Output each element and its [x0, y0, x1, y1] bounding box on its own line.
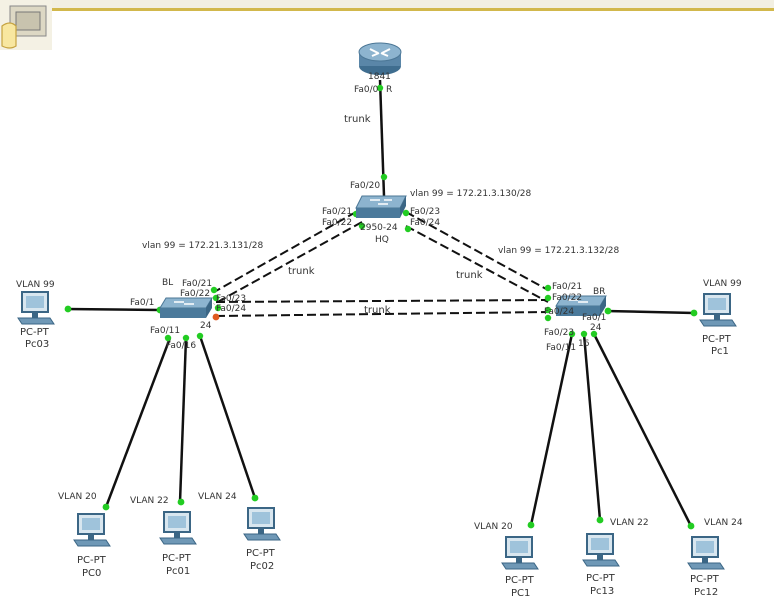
br-port-fa011: Fa0/11 [546, 343, 576, 353]
switch-icon[interactable] [355, 195, 407, 218]
link-bl-pc0[interactable] [104, 337, 172, 508]
pc-icon[interactable] [501, 536, 539, 570]
pc01-name-label: Pc01 [166, 566, 190, 577]
router-port-label: Fa0/0 [354, 85, 379, 95]
pc02-vlan-label: VLAN 24 [198, 492, 237, 502]
br-name-label: BR [593, 287, 605, 297]
pc1r-type-label: PC-PT [702, 334, 732, 345]
pc1r-name-label: Pc1 [711, 346, 729, 357]
bl-port-24: 24 [200, 321, 212, 331]
bl-hq-trunk-label: trunk [288, 266, 315, 277]
br-port-fa021: Fa0/21 [552, 282, 582, 292]
br-port-fa022: Fa0/22 [552, 293, 582, 303]
link-bl-pc03[interactable] [65, 307, 161, 312]
hq-port-fa024: Fa0/24 [410, 218, 440, 228]
pc-icon[interactable] [73, 513, 111, 547]
pc12-name-label: Pc12 [694, 587, 718, 598]
link-hq-bl-2[interactable] [213, 221, 363, 305]
bl-vlan-label: vlan 99 = 172.21.3.131/28 [142, 241, 263, 251]
pc-icon[interactable] [243, 507, 281, 541]
bl-port-fa022: Fa0/22 [180, 289, 210, 299]
pc01-vlan-label: VLAN 22 [130, 496, 169, 506]
hq-port-fa022: Fa0/22 [322, 218, 352, 228]
link-bl-br-2[interactable] [215, 311, 549, 317]
bl-port-fa023: Fa0/23 [216, 294, 246, 304]
switch-icon[interactable] [159, 297, 213, 318]
bl-port-fa021: Fa0/21 [182, 279, 212, 289]
pc1b-name-label: PC1 [511, 588, 530, 599]
router-icon[interactable] [358, 42, 402, 75]
pc13-type-label: PC-PT [586, 573, 616, 584]
link-bl-br-1[interactable] [215, 299, 549, 303]
pointer-tool-icon[interactable] [0, 0, 52, 50]
switch-icon[interactable] [555, 295, 607, 316]
link-bl-pc01[interactable] [178, 337, 188, 503]
link-br-pc1b[interactable] [529, 333, 574, 526]
pc-icon[interactable] [582, 533, 620, 567]
pc-icon[interactable] [159, 511, 197, 545]
pc12-type-label: PC-PT [690, 574, 720, 585]
pc12-vlan-label: VLAN 24 [704, 518, 743, 528]
pc-icon[interactable] [17, 291, 55, 325]
hq-model-label: 2950-24 [360, 223, 398, 233]
pc1r-vlan-label: VLAN 99 [703, 279, 742, 289]
pc0-name-label: PC0 [82, 568, 101, 579]
br-port-fa023: Fa0/23 [544, 328, 574, 338]
link-status-dots [64, 84, 698, 530]
pc-icon[interactable] [687, 536, 725, 570]
hq-uplink-port-label: Fa0/20 [350, 181, 380, 191]
br-port-24: 24 [590, 323, 602, 333]
link-br-pc13[interactable] [582, 333, 602, 521]
bl-port-fa01: Fa0/1 [130, 298, 154, 308]
bl-port-fa024: Fa0/24 [216, 304, 246, 314]
br-port-16: 16 [578, 339, 590, 349]
link-hq-br-1[interactable] [405, 211, 549, 291]
pc03-name-label: Pc03 [25, 339, 49, 350]
pc03-type-label: PC-PT [20, 327, 50, 338]
pc-icon[interactable] [699, 293, 737, 327]
pc02-name-label: Pc02 [250, 561, 274, 572]
bl-port-fa016: Fa0/16 [166, 341, 196, 351]
link-bl-pc02[interactable] [198, 335, 257, 499]
pc0-type-label: PC-PT [77, 555, 107, 566]
router-trunk-label: trunk [344, 114, 371, 125]
link-hq-br-2[interactable] [405, 225, 549, 303]
hq-port-fa023: Fa0/23 [410, 207, 440, 217]
hq-name-label: HQ [375, 235, 389, 245]
pc02-type-label: PC-PT [246, 548, 276, 559]
hq-vlan-label: vlan 99 = 172.21.3.130/28 [410, 189, 531, 199]
br-vlan-label: vlan 99 = 172.21.3.132/28 [498, 246, 619, 256]
pc13-vlan-label: VLAN 22 [610, 518, 649, 528]
pc13-name-label: Pc13 [590, 586, 614, 597]
pc01-type-label: PC-PT [162, 553, 192, 564]
pc1b-type-label: PC-PT [505, 575, 535, 586]
br-port-fa024: Fa0/24 [544, 307, 574, 317]
bl-name-label: BL [162, 278, 173, 288]
router-port-suffix: R [386, 85, 392, 95]
workspace-top-bar [0, 0, 774, 11]
pc03-vlan-label: VLAN 99 [16, 280, 55, 290]
br-port-fa01: Fa0/1 [582, 313, 606, 323]
bl-port-fa011: Fa0/11 [150, 326, 180, 336]
pc1b-vlan-label: VLAN 20 [474, 522, 513, 532]
br-hq-trunk-label: trunk [456, 270, 483, 281]
link-br-pc12[interactable] [592, 333, 693, 527]
hq-port-fa021: Fa0/21 [322, 207, 352, 217]
link-status-down-dot [212, 313, 220, 321]
pc0-vlan-label: VLAN 20 [58, 492, 97, 502]
router-model-label: 1841 [368, 72, 391, 82]
bl-br-trunk-label: trunk [364, 305, 391, 316]
link-hq-bl-1[interactable] [213, 211, 357, 293]
link-br-pc1[interactable] [605, 309, 695, 315]
